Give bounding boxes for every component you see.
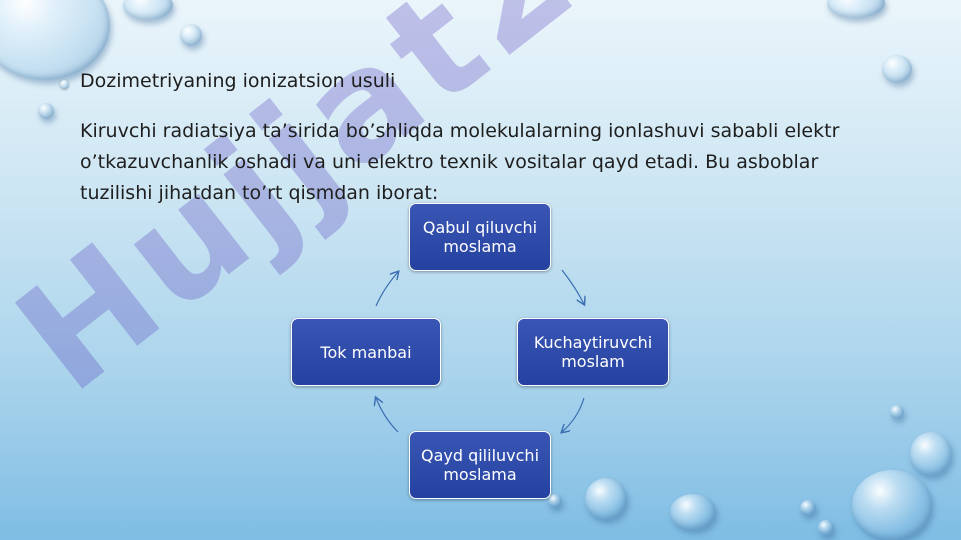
water-drop-icon [548, 494, 562, 508]
node-kuchaytiruvchi: Kuchaytiruvchi moslam [517, 318, 669, 386]
node-left-label: Tok manbai [320, 342, 412, 362]
slide-title: Dozimetriyaning ionizatsion usuli [80, 70, 396, 92]
water-drop-icon [882, 55, 912, 83]
water-drop-icon [910, 432, 952, 476]
node-bottom-label: Qayd qililuvchi moslama [420, 446, 540, 484]
bullet-icon [60, 80, 69, 89]
water-drop-icon [123, 0, 173, 20]
water-drop-icon [585, 478, 627, 520]
node-top-label: Qabul qiluvchi moslama [422, 218, 538, 256]
node-right-label: Kuchaytiruvchi moslam [533, 333, 653, 371]
water-drop-icon [827, 0, 885, 18]
arrow-bottom-to-left [376, 398, 399, 433]
arrow-top-to-right [561, 269, 584, 304]
water-drop-icon [38, 103, 54, 119]
node-tok-manbai: Tok manbai [291, 318, 441, 386]
water-drop-icon [890, 405, 904, 419]
node-qabul-qiluvchi: Qabul qiluvchi moslama [409, 203, 551, 271]
node-qayd-qililuvchi: Qayd qililuvchi moslama [409, 431, 551, 499]
water-drop-icon [818, 520, 834, 536]
water-drop-icon [852, 470, 932, 540]
water-drop-icon [800, 500, 816, 516]
arrow-right-to-bottom [562, 397, 585, 432]
water-drop-icon [180, 24, 202, 46]
water-drop-icon [670, 494, 716, 530]
slide-body-text: Kiruvchi radiatsiya ta’sirida bo’shliqda… [80, 120, 840, 204]
arrow-left-to-top [375, 272, 398, 307]
